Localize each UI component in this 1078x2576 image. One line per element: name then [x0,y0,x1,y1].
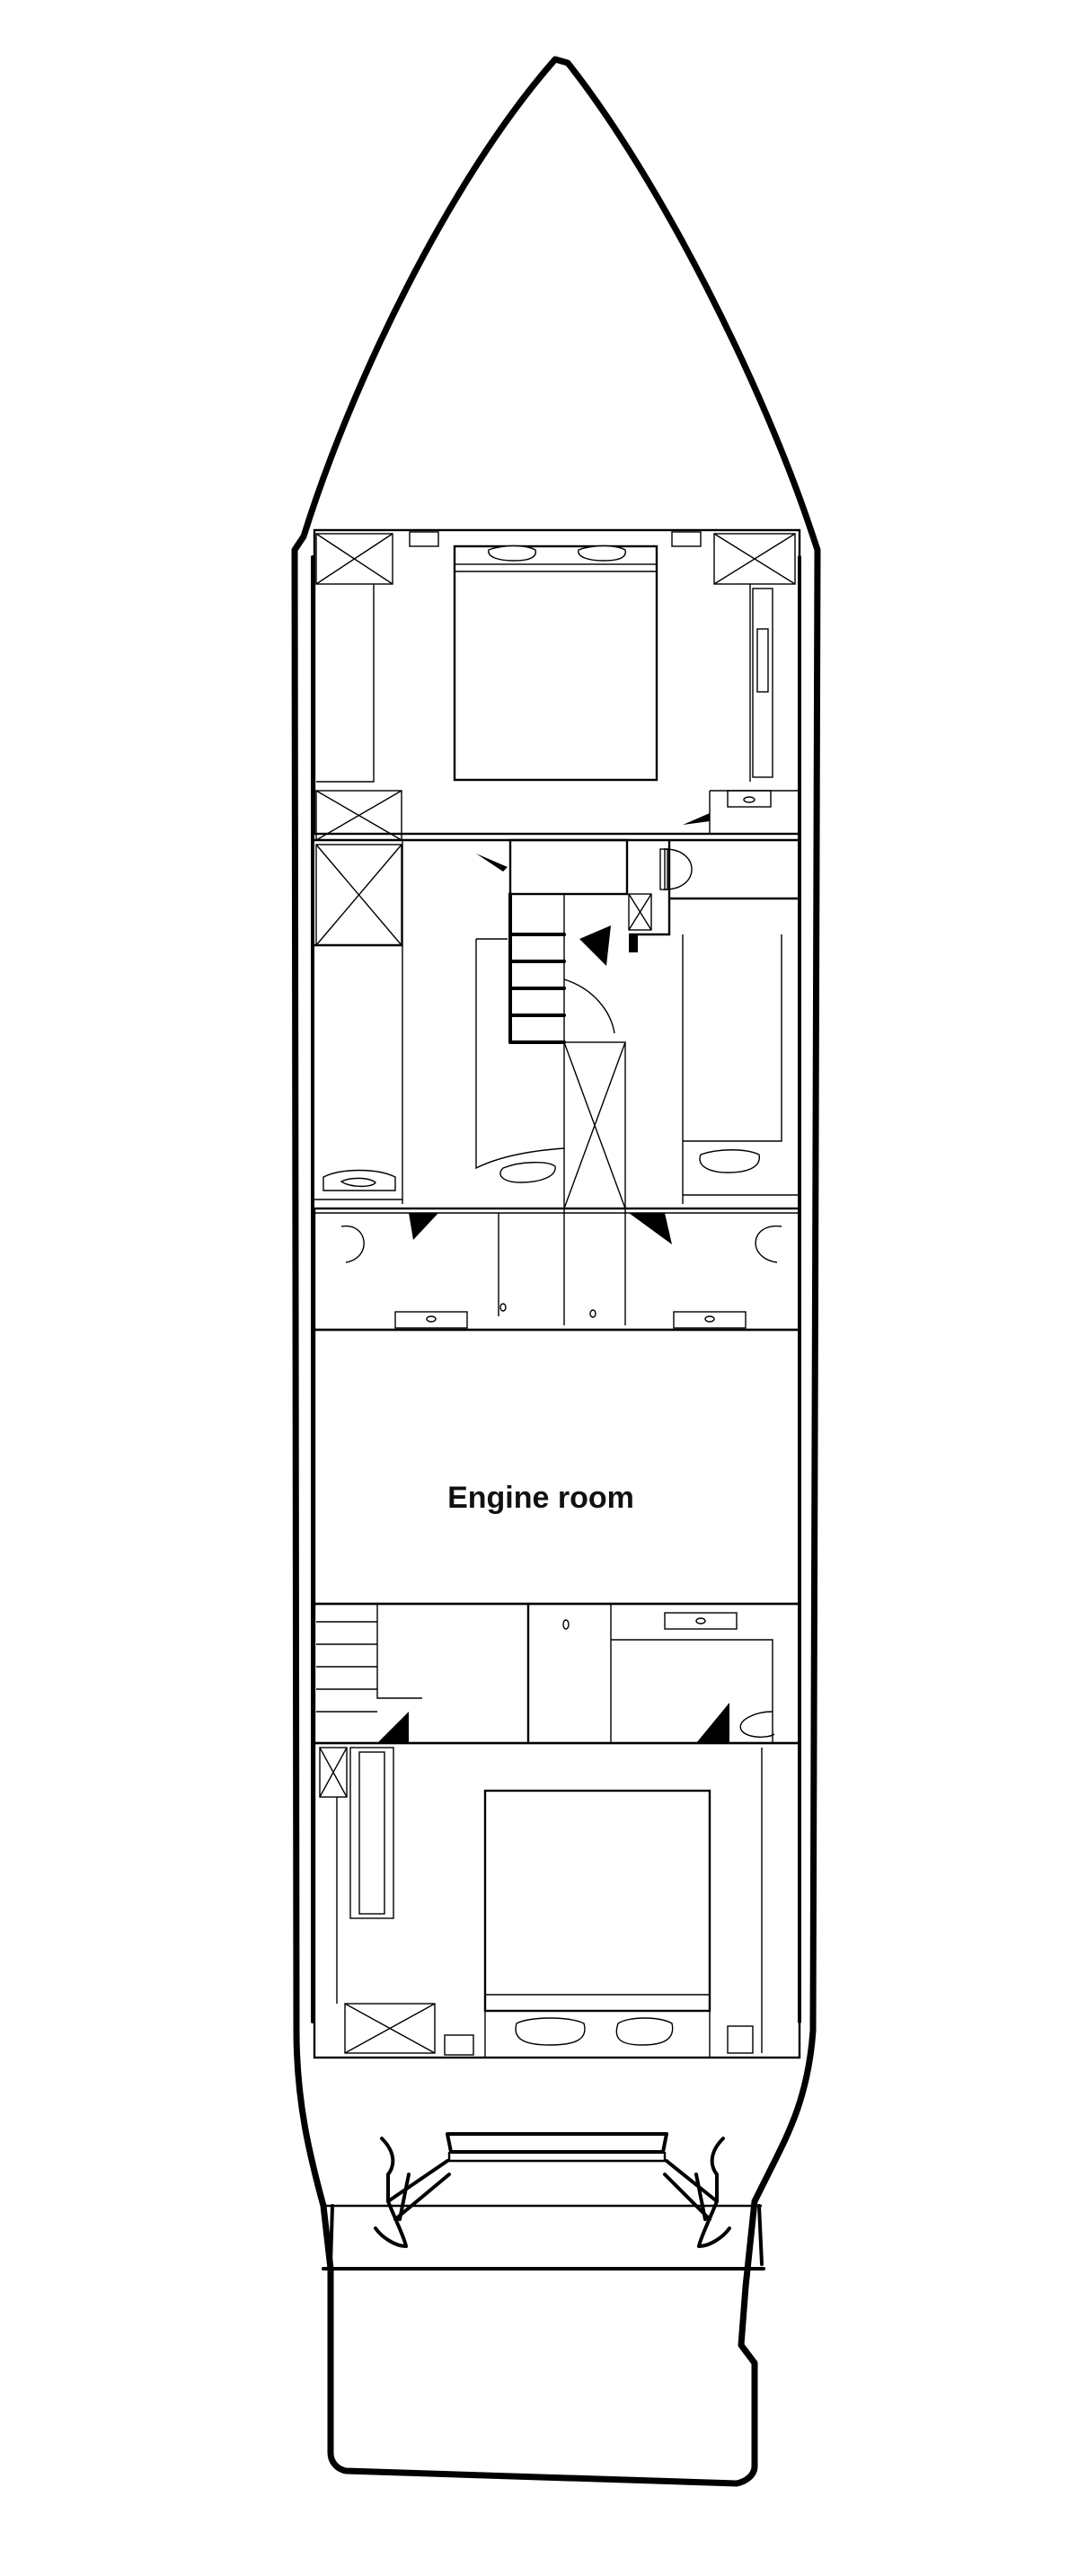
engine-room-label: Engine room [447,1481,634,1515]
mid-bathrooms [313,1207,801,1332]
stern-platform [329,2132,764,2266]
forward-master-cabin [313,528,801,890]
midship-cabins [314,790,800,1209]
aft-services [313,1602,801,1745]
aft-master-cabin [313,1741,801,2059]
hull [291,56,821,2487]
engine-room: Engine room [313,1328,801,1606]
